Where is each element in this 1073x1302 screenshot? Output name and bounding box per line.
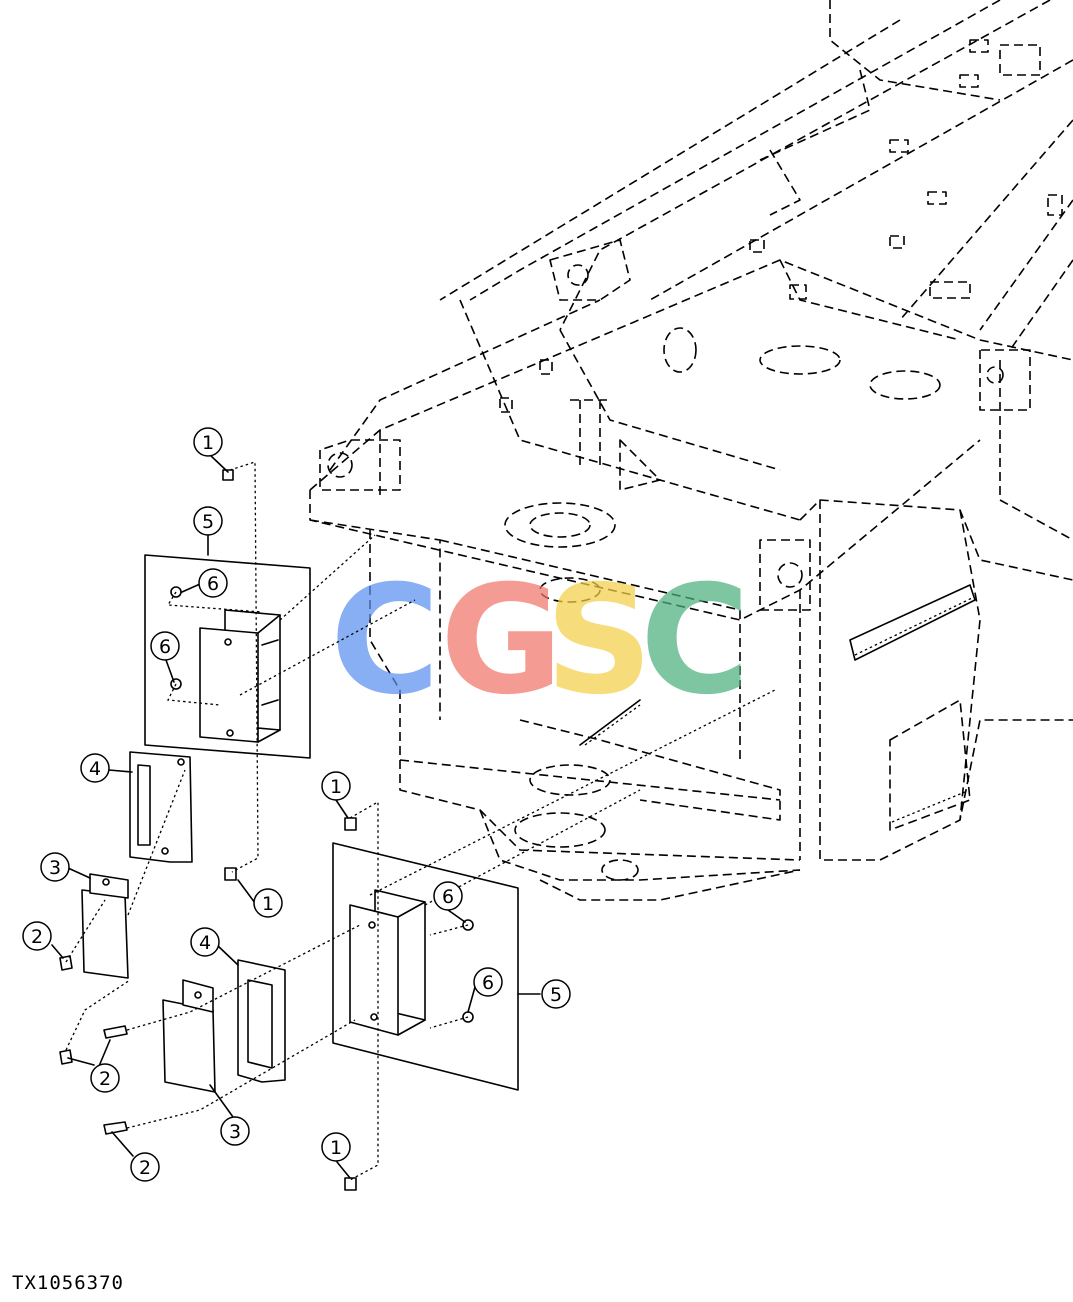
panel-outline-upper xyxy=(144,554,311,759)
callout-label: 3 xyxy=(229,1121,241,1143)
callout-1: 1 xyxy=(321,1132,351,1162)
callout-6: 6 xyxy=(473,967,503,997)
callout-label: 4 xyxy=(89,758,101,780)
watermark-letter: C xyxy=(640,554,750,728)
watermark-letter: G xyxy=(440,554,563,728)
callout-label: 1 xyxy=(330,1137,342,1159)
callout-label: 2 xyxy=(31,926,43,948)
cgsc-watermark: C G S C xyxy=(330,554,750,728)
callout-4: 4 xyxy=(80,753,110,783)
callout-6: 6 xyxy=(198,568,228,598)
machine-frame xyxy=(309,0,1073,901)
callout-5: 5 xyxy=(193,506,223,536)
callout-6: 6 xyxy=(150,631,180,661)
callout-3: 3 xyxy=(40,852,70,882)
callout-6: 6 xyxy=(433,881,463,911)
callout-label: 6 xyxy=(442,886,454,908)
callout-label: 1 xyxy=(330,776,342,798)
bolt-icon xyxy=(344,1177,357,1191)
callout-4: 4 xyxy=(190,927,220,957)
bolt-icon xyxy=(103,1121,128,1135)
callouts: 1 5 6 6 4 3 2 1 1 6 6 5 4 2 3 2 1 xyxy=(22,427,571,1182)
callout-label: 6 xyxy=(207,573,219,595)
watermark-letter: C xyxy=(330,554,440,728)
bolt-icon xyxy=(222,469,234,481)
callout-label: 1 xyxy=(202,432,214,454)
callout-1: 1 xyxy=(253,888,283,918)
callout-label: 1 xyxy=(262,893,274,915)
bolt-icon xyxy=(344,817,357,831)
bolt-icon xyxy=(224,867,237,881)
callout-3: 3 xyxy=(220,1116,250,1146)
callout-label: 4 xyxy=(199,932,211,954)
callout-5: 5 xyxy=(541,979,571,1009)
watermark-letter: S xyxy=(545,554,653,728)
exploded-parts xyxy=(59,461,776,1191)
cover-lower xyxy=(162,999,216,1093)
callout-label: 5 xyxy=(550,984,562,1006)
bolt-icon xyxy=(59,955,73,971)
bolt-icon xyxy=(59,1049,73,1065)
callout-label: 6 xyxy=(482,972,494,994)
bolt-icon xyxy=(103,1025,128,1039)
callout-label: 3 xyxy=(49,857,61,879)
panel-outline-lower xyxy=(332,842,519,1091)
gasket-lower xyxy=(237,959,286,1083)
callout-1: 1 xyxy=(321,771,351,801)
callout-2: 2 xyxy=(90,1063,120,1093)
figure-id: TX1056370 xyxy=(12,1272,124,1294)
cover-upper xyxy=(81,889,129,979)
callout-label: 5 xyxy=(202,511,214,533)
callout-2: 2 xyxy=(22,921,52,951)
callout-label: 2 xyxy=(99,1068,111,1090)
callout-label: 2 xyxy=(139,1157,151,1179)
callout-2: 2 xyxy=(130,1152,160,1182)
callout-label: 6 xyxy=(159,636,171,658)
gasket-upper xyxy=(129,751,193,863)
callout-1: 1 xyxy=(193,427,223,457)
